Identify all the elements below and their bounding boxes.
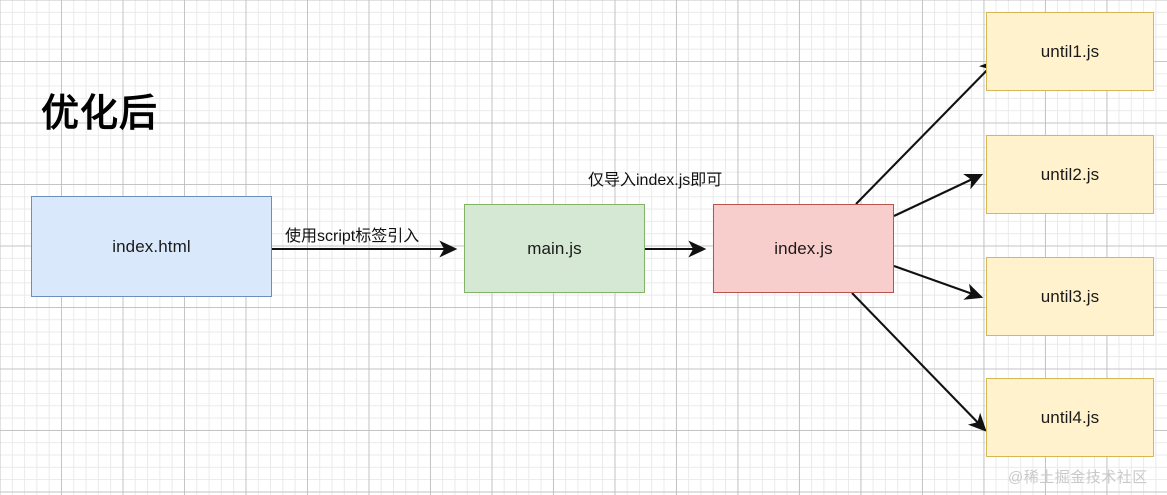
node-until3-js-label: until3.js [1040,286,1100,306]
node-until2-js-label: until2.js [1040,164,1100,184]
edge-index-js-to-until3-js [893,265,984,300]
edge-index-js-to-until1-js [855,59,998,205]
node-main-js[interactable]: main.js [464,204,645,293]
node-until2-js[interactable]: until2.js [986,135,1154,214]
node-until4-js[interactable]: until4.js [986,378,1154,457]
edge-index-js-to-until2-js [893,173,984,217]
edge-index-js-to-until4-js [851,292,987,432]
node-index-html[interactable]: index.html [31,196,272,297]
node-index-html-label: index.html [112,236,191,256]
node-until4-js-label: until4.js [1040,407,1100,427]
node-until1-js-label: until1.js [1040,41,1100,61]
node-main-js-label: main.js [527,238,582,258]
edge-label-main-to-index: 仅导入index.js即可 [588,172,723,189]
edge-label-html-to-main: 使用script标签引入 [285,228,420,245]
node-until1-js[interactable]: until1.js [986,12,1154,91]
node-index-js-label: index.js [774,238,833,258]
node-index-js[interactable]: index.js [713,204,894,293]
diagram-title: 优化后 [41,93,159,135]
node-until3-js[interactable]: until3.js [986,257,1154,336]
watermark: @稀土掘金技术社区 [1008,469,1148,486]
